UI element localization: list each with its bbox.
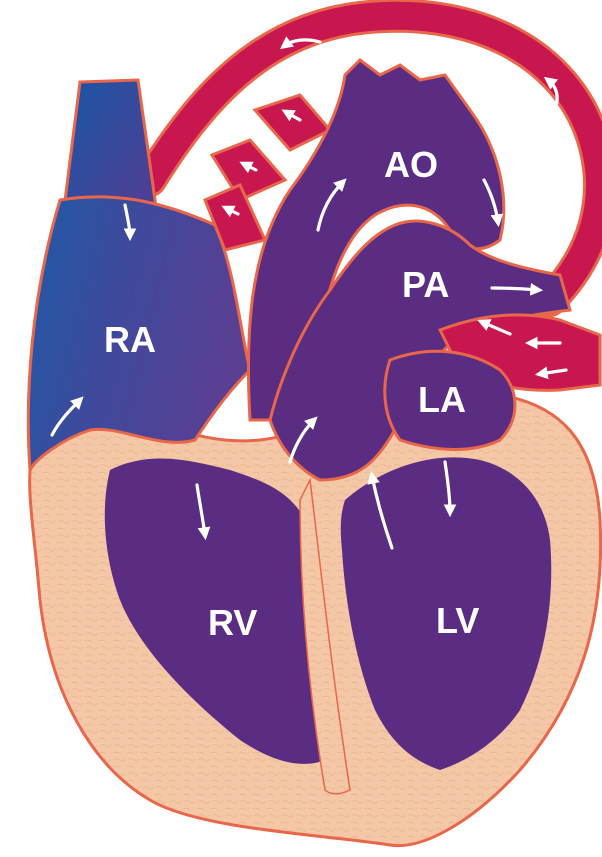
label-rv: RV xyxy=(208,602,257,643)
label-la: LA xyxy=(418,379,466,420)
label-pa: PA xyxy=(402,264,449,305)
label-ao: AO xyxy=(384,144,438,185)
label-ra: RA xyxy=(104,319,156,360)
neck-vessel-1 xyxy=(255,95,330,150)
label-lv: LV xyxy=(436,600,479,641)
